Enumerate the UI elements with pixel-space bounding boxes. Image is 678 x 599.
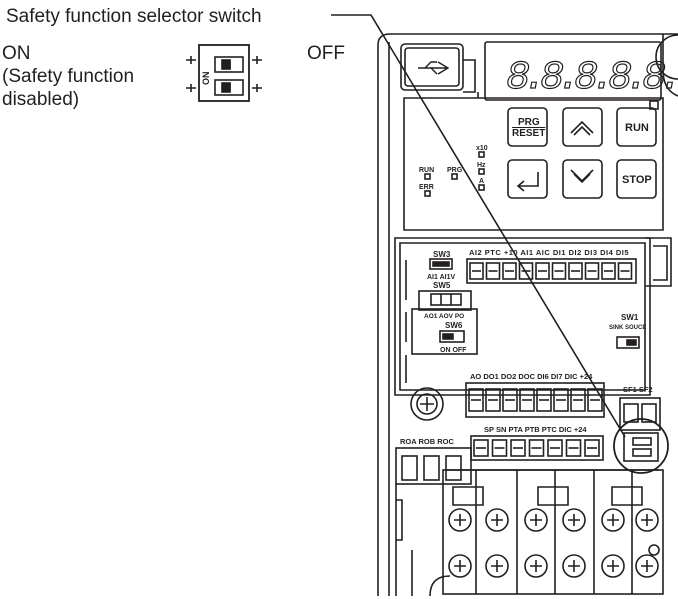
- power-terminal-screw-cross: [454, 560, 466, 572]
- terminal-row-3-labels: SP SN PTA PTB PTC DIC +24: [484, 425, 587, 434]
- sw3-label: SW3: [433, 250, 451, 259]
- power-terminal-screw-cross: [491, 560, 503, 572]
- safety-switch-highlight: [614, 419, 668, 473]
- sw6-option-labels: ON OFF: [440, 347, 467, 354]
- off-label: OFF: [307, 44, 345, 63]
- power-terminal-screw-cross: [454, 514, 466, 526]
- relay-labels: ROA ROB ROC: [400, 437, 454, 446]
- power-terminal-screw-cross: [641, 560, 653, 572]
- keypad-buttons: PRG RESET RUN STOP: [508, 108, 656, 198]
- led-hz-label: Hz: [477, 162, 486, 169]
- safety-function-selector-switch[interactable]: [633, 438, 651, 445]
- seven-segment-display: 8.8.8.8.8.: [506, 56, 676, 101]
- enter-icon: [518, 172, 538, 191]
- relay-terminals: ROA ROB ROC: [396, 437, 471, 484]
- led-err-label: ERR: [419, 184, 434, 191]
- disabled-note-line1: (Safety function: [2, 67, 134, 86]
- led-a-label: A: [479, 178, 484, 185]
- prg-label: PRG: [518, 117, 540, 128]
- power-terminal-screw-cross: [607, 514, 619, 526]
- power-terminal-screw-cross: [641, 514, 653, 526]
- sw6-label: SW6: [445, 321, 463, 330]
- power-terminal-screw-cross: [607, 560, 619, 572]
- sw5-option-labels: AO1 AOV PO: [424, 313, 464, 320]
- safety-terminals: SF1 SF2: [614, 385, 668, 473]
- sw1-option-labels: SINK SOUCE: [609, 325, 646, 331]
- on-label: ON: [2, 44, 31, 63]
- safety-labels: SF1 SF2: [623, 385, 653, 394]
- run-button-label: RUN: [625, 122, 649, 134]
- power-terminal-screw-cross: [491, 514, 503, 526]
- power-terminal-screw-cross: [530, 514, 542, 526]
- sw5-switch[interactable]: [431, 294, 461, 305]
- terminal-row-1-labels: AI2 PTC +10 AI1 AIC DI1 DI2 DI3 DI4 DI5: [469, 248, 629, 257]
- terminal-row-2-labels: AO DO1 DO2 DOC DI6 DI7 DIC +24: [470, 372, 593, 381]
- led-prg-label: PRG: [447, 167, 463, 174]
- switch-marking: ON: [201, 72, 211, 86]
- power-terminal-screw-cross: [568, 560, 580, 572]
- power-terminal-screw-cross: [568, 514, 580, 526]
- led-x10-label: x10: [476, 145, 488, 152]
- terminal-row-1: AI2 PTC +10 AI1 AIC DI1 DI2 DI3 DI4 DI5: [467, 248, 636, 283]
- stop-button-label: STOP: [622, 174, 652, 186]
- down-chevron-icon: [571, 170, 593, 182]
- reset-label: RESET: [512, 128, 545, 139]
- disabled-note-line2: disabled): [2, 90, 79, 109]
- enter-button[interactable]: [508, 160, 547, 198]
- main-terminal-block: [443, 470, 663, 594]
- sw5-label: SW5: [433, 281, 451, 290]
- terminal-row-3: SP SN PTA PTB PTC DIC +24: [471, 425, 603, 460]
- sw3-option-labels: AI1 AI1V: [427, 274, 455, 281]
- lower-left-housing: [396, 484, 450, 596]
- up-chevron-icon: [571, 122, 593, 135]
- down-button[interactable]: [563, 160, 602, 198]
- ground-screw: [411, 388, 443, 420]
- led-run-label: RUN: [419, 167, 434, 174]
- power-terminal-screw-cross: [530, 560, 542, 572]
- sw1-label: SW1: [621, 313, 639, 322]
- callout-title: Safety function selector switch: [6, 7, 262, 26]
- selector-switch-illustration: ON: [186, 45, 262, 101]
